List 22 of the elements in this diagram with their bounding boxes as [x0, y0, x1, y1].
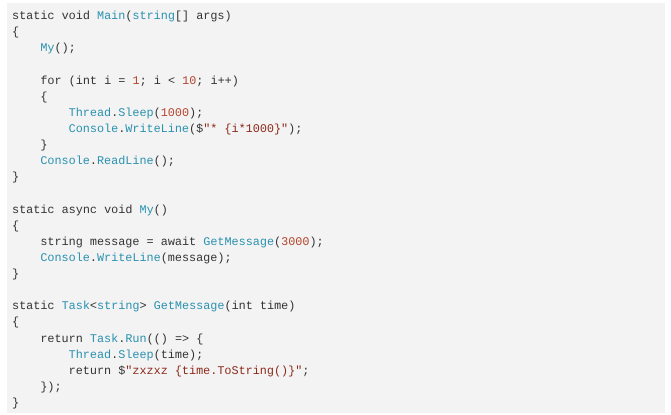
code-line: static Task<string> GetMessage(int time) [12, 298, 296, 314]
code-line: return Task.Run(() => { [40, 330, 204, 347]
code-line: { [40, 88, 48, 105]
code-line: static async void My() [12, 202, 168, 218]
code-line: string message = await GetMessage(3000); [40, 234, 324, 250]
code-line: { [12, 24, 20, 40]
code-line: My(); [40, 40, 76, 56]
code-line: { [12, 314, 20, 330]
code-line: } [12, 169, 20, 186]
code-line: { [12, 218, 20, 234]
code-line: static void Main(string[] args) [12, 8, 232, 24]
code-line: Thread.Sleep(time); [68, 346, 204, 363]
code-line: return $"zxzxz {time.ToString()}"; [68, 362, 310, 379]
code-line: Console.WriteLine(message); [40, 250, 232, 266]
code-line: } [40, 137, 48, 154]
code-line: } [12, 395, 20, 412]
code-line: Console.ReadLine(); [40, 153, 175, 170]
code-line: Thread.Sleep(1000); [68, 104, 204, 121]
code-line: }); [40, 378, 62, 395]
code-line: } [12, 266, 20, 282]
code-line: Console.WriteLine($"* {i*1000}"); [68, 120, 302, 137]
code-line: for (int i = 1; i < 10; i++) [40, 72, 239, 89]
